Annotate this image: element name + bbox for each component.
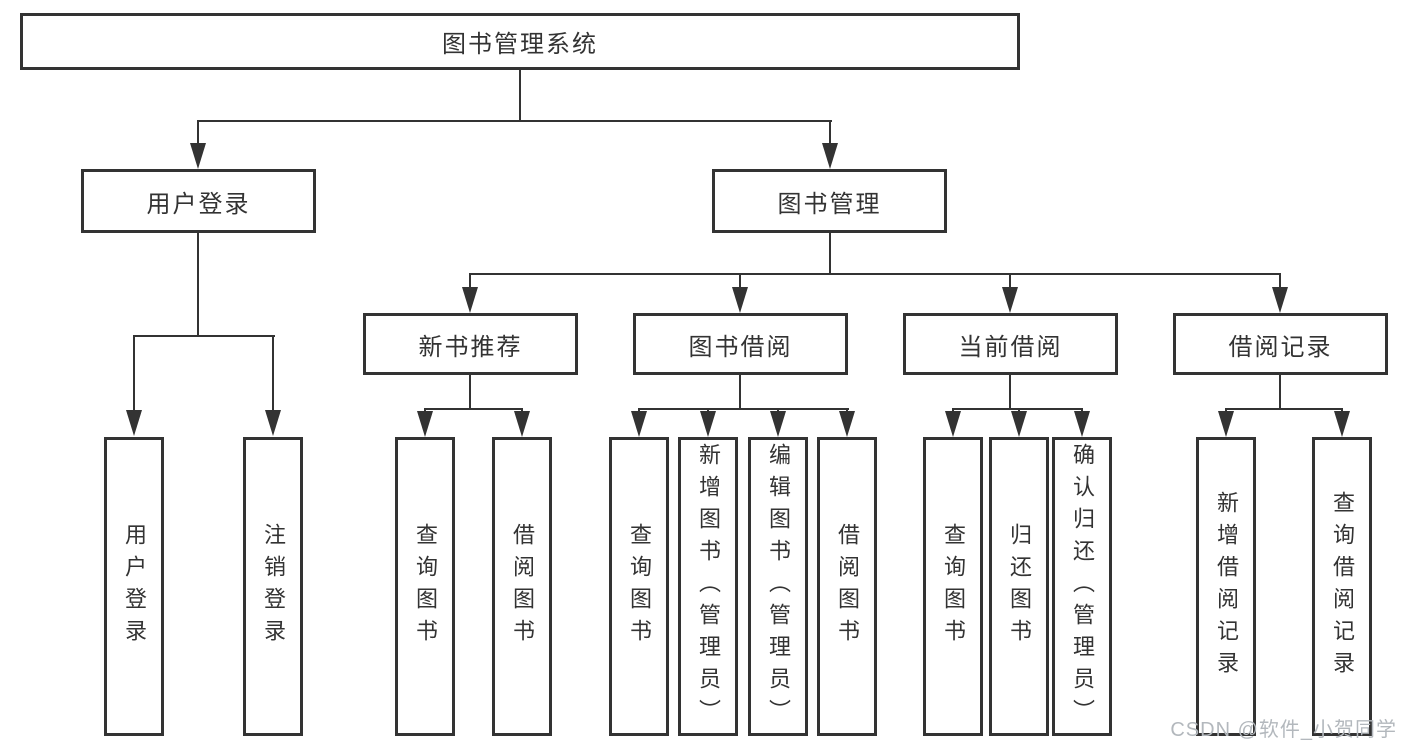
connector-bookmgmt-stem bbox=[829, 120, 831, 145]
connector-bb-edit-stem bbox=[777, 408, 779, 413]
leaf-logout: 注销登录 bbox=[243, 437, 303, 736]
connector-nb-query-stem bbox=[424, 408, 426, 413]
arrowhead-bb-borrow bbox=[839, 411, 855, 437]
connector-records-split bbox=[1225, 408, 1343, 410]
connector-root-stem bbox=[519, 70, 521, 120]
leaf-current-confirm-label: 确认归还（管理员） bbox=[1070, 442, 1095, 731]
leaf-logout-label: 注销登录 bbox=[261, 522, 286, 651]
arrowhead-leaf-login bbox=[126, 410, 142, 436]
arrowhead-bb-query bbox=[631, 411, 647, 437]
arrowhead-current bbox=[1002, 287, 1018, 313]
node-book-management-label: 图书管理 bbox=[777, 190, 882, 218]
arrowhead-newbooks bbox=[462, 287, 478, 313]
connector-bookmgmt-down bbox=[829, 233, 831, 273]
node-borrowing-records-label: 借阅记录 bbox=[1228, 333, 1333, 361]
arrowhead-cb-confirm bbox=[1074, 411, 1090, 437]
connector-userlogin-stem bbox=[197, 120, 199, 145]
node-book-management: 图书管理 bbox=[712, 169, 947, 233]
arrowhead-bb-edit bbox=[770, 411, 786, 437]
connector-current-stem bbox=[1009, 273, 1011, 289]
arrowhead-rec-add bbox=[1218, 411, 1234, 437]
node-borrowing-records: 借阅记录 bbox=[1173, 313, 1388, 375]
leaf-borrowing-query: 查询图书 bbox=[609, 437, 669, 736]
leaf-records-query-label: 查询借阅记录 bbox=[1330, 490, 1355, 683]
connector-newbooks-split bbox=[424, 408, 523, 410]
connector-current-split bbox=[952, 408, 1083, 410]
leaf-user-login: 用户登录 bbox=[104, 437, 164, 736]
arrowhead-nb-borrow bbox=[514, 411, 530, 437]
leaf-borrowing-edit: 编辑图书（管理员） bbox=[748, 437, 808, 736]
arrowhead-bb-add bbox=[700, 411, 716, 437]
leaf-user-login-label: 用户登录 bbox=[122, 522, 147, 651]
leaf-current-query-label: 查询图书 bbox=[941, 522, 966, 651]
leaf-borrowing-borrow: 借阅图书 bbox=[817, 437, 877, 736]
connector-root-split bbox=[197, 120, 832, 122]
node-root: 图书管理系统 bbox=[20, 13, 1020, 70]
leaf-records-add-label: 新增借阅记录 bbox=[1214, 490, 1239, 683]
connector-bookmgmt-split bbox=[469, 273, 1281, 275]
connector-userlogin-split bbox=[133, 335, 275, 337]
connector-leaf-logout-stem bbox=[272, 335, 274, 410]
leaf-current-return-label: 归还图书 bbox=[1007, 522, 1032, 651]
connector-rec-query-stem bbox=[1341, 408, 1343, 413]
connector-newbooks-stem bbox=[469, 273, 471, 289]
connector-nb-borrow-stem bbox=[521, 408, 523, 413]
connector-cb-confirm-stem bbox=[1081, 408, 1083, 413]
connector-bb-add-stem bbox=[707, 408, 709, 413]
csdn-watermark: CSDN @软件_小贺同学 bbox=[1170, 719, 1397, 741]
leaf-borrowing-edit-label: 编辑图书（管理员） bbox=[766, 442, 791, 731]
leaf-borrowing-add: 新增图书（管理员） bbox=[678, 437, 738, 736]
connector-cb-return-stem bbox=[1018, 408, 1020, 413]
arrowhead-userlogin bbox=[190, 143, 206, 169]
arrowhead-records bbox=[1272, 287, 1288, 313]
connector-bb-query-stem bbox=[638, 408, 640, 413]
node-root-label: 图书管理系统 bbox=[442, 31, 598, 58]
node-new-books: 新书推荐 bbox=[363, 313, 578, 375]
connector-newbooks-down bbox=[469, 375, 471, 408]
leaf-borrowing-add-label: 新增图书（管理员） bbox=[696, 442, 721, 731]
connector-cb-query-stem bbox=[952, 408, 954, 413]
leaf-newbooks-borrow: 借阅图书 bbox=[492, 437, 552, 736]
arrowhead-nb-query bbox=[417, 411, 433, 437]
leaf-newbooks-borrow-label: 借阅图书 bbox=[510, 522, 535, 651]
connector-rec-add-stem bbox=[1225, 408, 1227, 413]
node-new-books-label: 新书推荐 bbox=[418, 333, 523, 361]
connector-records-stem bbox=[1279, 273, 1281, 289]
connector-userlogin-down bbox=[197, 233, 199, 335]
arrowhead-rec-query bbox=[1334, 411, 1350, 437]
node-current-borrowing: 当前借阅 bbox=[903, 313, 1118, 375]
leaf-current-return: 归还图书 bbox=[989, 437, 1049, 736]
arrowhead-borrowing bbox=[732, 287, 748, 313]
connector-current-down bbox=[1009, 375, 1011, 408]
connector-borrowing-down bbox=[739, 375, 741, 408]
arrowhead-cb-return bbox=[1011, 411, 1027, 437]
node-book-borrowing-label: 图书借阅 bbox=[688, 333, 793, 361]
leaf-newbooks-query-label: 查询图书 bbox=[413, 522, 438, 651]
node-user-login: 用户登录 bbox=[81, 169, 316, 233]
arrowhead-bookmgmt bbox=[822, 143, 838, 169]
arrowhead-cb-query bbox=[945, 411, 961, 437]
leaf-borrowing-query-label: 查询图书 bbox=[627, 522, 652, 651]
node-user-login-label: 用户登录 bbox=[146, 190, 251, 218]
node-book-borrowing: 图书借阅 bbox=[633, 313, 848, 375]
leaf-newbooks-query: 查询图书 bbox=[395, 437, 455, 736]
arrowhead-leaf-logout bbox=[265, 410, 281, 436]
node-current-borrowing-label: 当前借阅 bbox=[958, 333, 1063, 361]
leaf-records-add: 新增借阅记录 bbox=[1196, 437, 1256, 736]
leaf-borrowing-borrow-label: 借阅图书 bbox=[835, 522, 860, 651]
connector-leaf-login-stem bbox=[133, 335, 135, 410]
connector-bb-borrow-stem bbox=[846, 408, 848, 413]
leaf-current-confirm: 确认归还（管理员） bbox=[1052, 437, 1112, 736]
connector-records-down bbox=[1279, 375, 1281, 408]
leaf-records-query: 查询借阅记录 bbox=[1312, 437, 1372, 736]
connector-borrowing-stem bbox=[739, 273, 741, 289]
connector-borrowing-split bbox=[638, 408, 849, 410]
leaf-current-query: 查询图书 bbox=[923, 437, 983, 736]
